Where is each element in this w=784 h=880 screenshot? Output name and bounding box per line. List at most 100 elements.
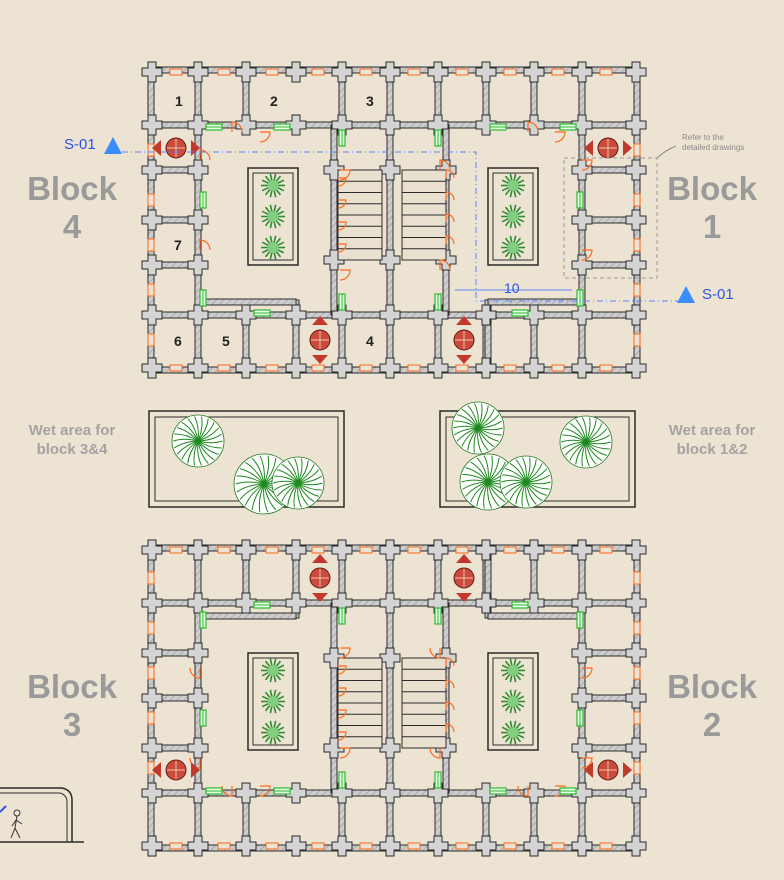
opening	[455, 842, 469, 850]
opening	[147, 571, 155, 585]
pillar	[285, 592, 307, 614]
trees-layer	[171, 401, 613, 515]
door-swing	[429, 747, 441, 759]
block-2-label: Block	[667, 668, 758, 705]
opening	[633, 283, 641, 297]
opening	[265, 546, 279, 554]
door-swing	[259, 785, 271, 797]
pillar	[625, 687, 647, 709]
room-number-1: 1	[175, 93, 183, 109]
pillar	[625, 114, 647, 136]
pillar	[625, 642, 647, 664]
opening	[217, 842, 231, 850]
door-swing	[445, 657, 455, 667]
pillar	[141, 304, 163, 326]
opening	[503, 546, 517, 554]
opening	[407, 842, 421, 850]
wall	[199, 612, 297, 620]
pillar	[187, 737, 209, 759]
section-marker-right-icon[interactable]	[677, 286, 695, 303]
pillars-layer	[141, 61, 647, 857]
arrow-left-icon	[152, 140, 161, 156]
door-swing	[339, 269, 351, 281]
opening	[633, 666, 641, 680]
door-swing	[339, 747, 351, 759]
section-marker-left-icon[interactable]	[104, 137, 122, 154]
door-swing	[581, 757, 593, 769]
room-number-2: 2	[270, 93, 278, 109]
tree-icon	[451, 401, 505, 455]
pillar	[379, 539, 401, 561]
pillar	[571, 61, 593, 83]
pillar	[523, 114, 545, 136]
pillar	[187, 687, 209, 709]
pillar	[475, 592, 497, 614]
pillar	[331, 304, 353, 326]
arrow-up-icon	[312, 316, 328, 325]
arrow-left-icon	[152, 762, 161, 778]
door-swing	[337, 199, 347, 209]
opening	[359, 546, 373, 554]
detail-callout	[563, 145, 677, 279]
pillar	[235, 782, 257, 804]
opening	[359, 68, 373, 76]
pillar	[379, 835, 401, 857]
detail-note-line2: detailed drawings	[682, 143, 744, 152]
room-number-4: 4	[366, 333, 374, 349]
pillar	[285, 357, 307, 379]
door-swing	[337, 177, 347, 187]
pillar	[523, 61, 545, 83]
opening	[311, 364, 325, 372]
pillar	[427, 835, 449, 857]
opening	[633, 333, 641, 347]
pillar	[187, 782, 209, 804]
pillar	[571, 592, 593, 614]
tree-icon	[271, 456, 325, 510]
planter-inner	[492, 657, 534, 746]
pillar	[379, 249, 401, 271]
pillar	[625, 304, 647, 326]
pillar	[427, 114, 449, 136]
block-1-label: Block	[667, 170, 758, 207]
arrow-up-icon	[456, 554, 472, 563]
arrow-left-icon	[584, 762, 593, 778]
block-1-number: 1	[703, 208, 721, 245]
door-swing	[445, 191, 455, 201]
pillar	[379, 782, 401, 804]
tree-icon	[261, 689, 285, 714]
pillar	[523, 782, 545, 804]
pillar	[235, 61, 257, 83]
pillar	[331, 782, 353, 804]
door-swing	[337, 709, 347, 719]
pillar	[187, 357, 209, 379]
opening	[147, 238, 155, 252]
pillar	[235, 592, 257, 614]
pillar	[523, 539, 545, 561]
opening	[455, 68, 469, 76]
pillar	[331, 114, 353, 136]
door-swing	[581, 159, 593, 171]
pillar	[571, 209, 593, 231]
pillar	[285, 539, 307, 561]
arrow-left-icon	[584, 140, 593, 156]
bus-stop-icon	[0, 787, 84, 843]
door-swing	[445, 679, 455, 689]
door-swing	[581, 249, 593, 261]
tree-icon	[261, 235, 285, 260]
opening	[633, 238, 641, 252]
pillar	[187, 61, 209, 83]
door-swing	[231, 121, 243, 133]
opening	[551, 842, 565, 850]
planter-inner	[492, 172, 534, 261]
pillar	[625, 159, 647, 181]
pillar	[141, 782, 163, 804]
pillar	[235, 357, 257, 379]
tree-icon	[501, 173, 525, 198]
block-3-number: 3	[63, 706, 81, 743]
pillar	[427, 782, 449, 804]
tree-icon	[499, 455, 553, 509]
opening	[147, 193, 155, 207]
stairs-layer	[337, 169, 447, 749]
opening	[147, 666, 155, 680]
